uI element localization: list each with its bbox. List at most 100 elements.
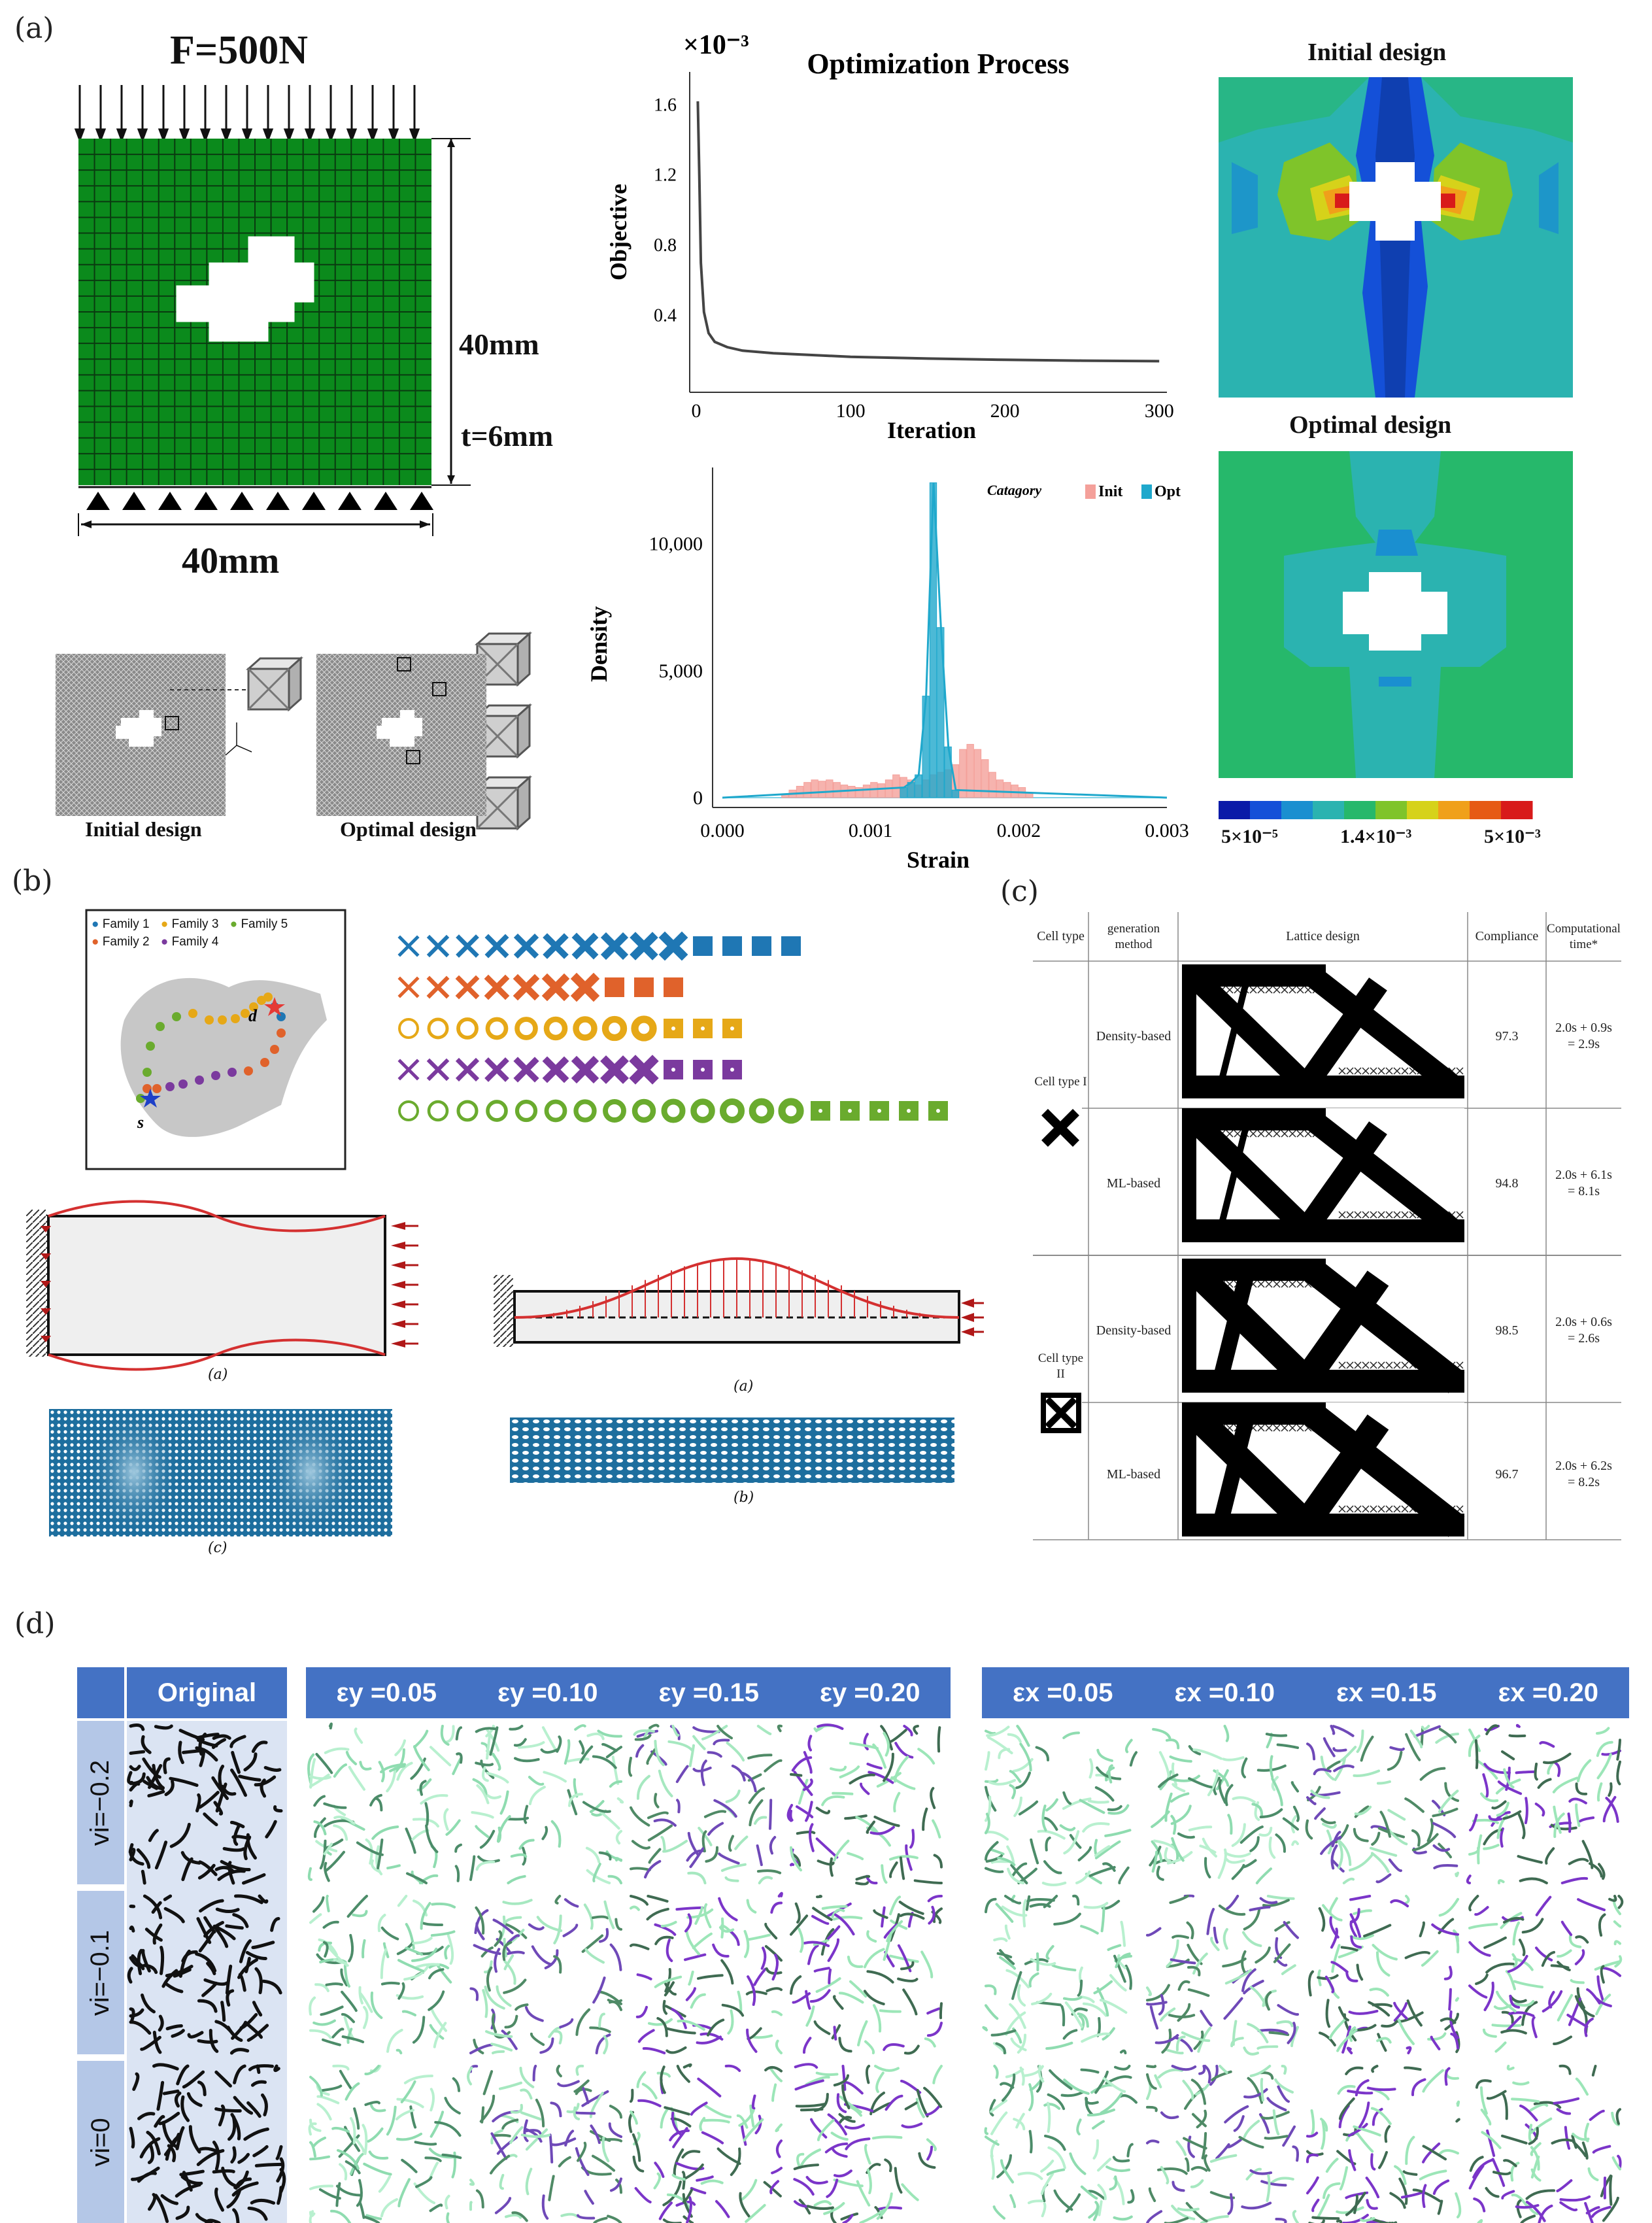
contour-initial-title: Initial design xyxy=(1307,39,1447,66)
family-unit-cell xyxy=(484,974,510,1000)
strained-voronoi-tile xyxy=(467,2064,622,2223)
family-unit-cell xyxy=(484,934,509,959)
colorbar-label-min: 5×10⁻⁵ xyxy=(1221,826,1278,847)
family-point xyxy=(218,1015,227,1025)
beam1-caption-a: (a) xyxy=(208,1366,228,1383)
header-eps-y-0-15: εy =0.15 xyxy=(658,1678,760,1707)
histogram-bar-init xyxy=(803,782,811,798)
family-unit-cell xyxy=(603,1099,626,1123)
lattice-unit-cube-icon xyxy=(475,631,532,687)
x-axis-label: Iteration xyxy=(887,417,976,443)
cell-unit-icons xyxy=(170,631,532,831)
lattice-comparison-table: Cell type generation method Lattice desi… xyxy=(1033,912,1621,1540)
row1-time: 2.0s + 0.9s= 2.9s xyxy=(1555,1021,1612,1051)
histogram-bar-init xyxy=(959,749,967,798)
family-unit-cell xyxy=(397,1059,420,1081)
strained-voronoi-tile xyxy=(1149,1725,1300,1884)
support-arrow xyxy=(41,1253,51,1260)
histogram-bar-init xyxy=(862,785,871,798)
histogram-bar-init xyxy=(988,772,996,798)
strained-voronoi-tile xyxy=(1468,2064,1622,2223)
x-tick-label: 0.001 xyxy=(849,820,893,841)
family-point xyxy=(165,1082,175,1091)
load-arrow xyxy=(391,1242,405,1249)
row-header-vi-minus-0-2: vi=−0.2 xyxy=(77,1721,124,1884)
strained-voronoi-tile xyxy=(1307,1895,1460,2054)
colorbar-segment xyxy=(1313,801,1345,819)
header-eps-y-group: εy =0.05 εy =0.10 εy =0.15 εy =0.20 xyxy=(306,1667,951,1718)
lattice-optimal-caption: Optimal design xyxy=(340,817,477,841)
original-voronoi-tile xyxy=(129,2063,286,2223)
family-point xyxy=(277,1028,286,1038)
family-unit-cell xyxy=(634,977,654,997)
family-point xyxy=(188,1009,197,1018)
family-point xyxy=(263,993,273,1002)
y-tick-label: 1.6 xyxy=(654,95,677,115)
header-eps-y-0-20: εy =0.20 xyxy=(819,1678,920,1707)
family-unit-cell xyxy=(455,1057,480,1082)
family-unit-cell xyxy=(899,1101,919,1121)
lattice-initial-image xyxy=(56,654,226,816)
x-tick-label: 0.000 xyxy=(700,820,745,841)
support-arrow xyxy=(41,1308,51,1315)
family-unit-cell xyxy=(485,1017,509,1040)
family-unit-cell xyxy=(693,1060,713,1079)
strained-voronoi-tile xyxy=(790,1894,943,2055)
family-unit-cell xyxy=(543,1016,568,1041)
row-header-vi-0: vi=0 xyxy=(77,2061,124,2223)
strained-voronoi-tile xyxy=(1466,1723,1621,1884)
family-unit-cell xyxy=(693,1019,713,1038)
row4-method: ML-based xyxy=(1106,1467,1161,1482)
family-unit-cell xyxy=(426,934,450,958)
strained-voronoi-tile xyxy=(793,2063,943,2223)
load-label: F=500N xyxy=(170,28,308,73)
row2-method: ML-based xyxy=(1106,1176,1161,1191)
strained-voronoi-tile xyxy=(630,1892,783,2054)
height-dimension-label: 40mm xyxy=(459,328,539,361)
dimension-lines xyxy=(78,138,471,536)
family-unit-cell xyxy=(605,977,624,997)
legend-family-5: ● Family 5 xyxy=(229,917,288,931)
family-unit-cell xyxy=(632,1098,656,1123)
family-unit-cell xyxy=(664,1019,683,1038)
family-point xyxy=(228,1068,237,1077)
lattice-design-images xyxy=(1182,964,1465,1537)
load-arrow xyxy=(391,1300,405,1308)
thickness-label: t=6mm xyxy=(461,419,554,452)
header-eps-x-0-05: εx =0.05 xyxy=(1012,1678,1113,1707)
hole-shape xyxy=(176,236,314,342)
family-unit-cell xyxy=(600,932,629,960)
load-arrow xyxy=(391,1281,405,1289)
family-unit-cell xyxy=(664,977,683,997)
histogram-bar-init xyxy=(818,781,826,798)
density-outline-opt xyxy=(722,483,1168,799)
chart-title: Optimization Process xyxy=(807,48,1069,80)
legend-swatch-init xyxy=(1085,484,1096,499)
strained-voronoi-tile xyxy=(985,1725,1138,1886)
family-unit-cell xyxy=(486,1100,508,1122)
lattice-unit-cube-icon xyxy=(246,656,303,712)
contour-colorbar xyxy=(1219,801,1533,819)
family-unit-cell xyxy=(426,976,450,999)
strained-voronoi-tile xyxy=(1305,1725,1459,1884)
x-tick-label: 0.003 xyxy=(1145,820,1189,841)
family-unit-cell xyxy=(573,1016,598,1041)
family-unit-cell xyxy=(398,1100,419,1121)
family-point xyxy=(270,1045,279,1054)
colorbar-segment xyxy=(1250,801,1282,819)
load-arrow xyxy=(391,1261,405,1269)
family-point xyxy=(211,1071,220,1080)
family-unit-cell xyxy=(661,1098,686,1123)
lattice-design-image xyxy=(1182,1259,1465,1393)
histogram-bar-init xyxy=(796,786,804,798)
header-eps-x-group: εx =0.05 εx =0.10 εx =0.15 εx =0.20 xyxy=(982,1667,1629,1718)
family-unit-cell xyxy=(484,1057,509,1082)
row1-compliance: 97.3 xyxy=(1495,1028,1519,1044)
family-unit-cell xyxy=(601,1015,628,1042)
family-unit-cell xyxy=(456,1100,479,1122)
family-unit-cell xyxy=(722,1019,742,1038)
load-arrows xyxy=(74,85,420,143)
y-tick-label: 0.8 xyxy=(654,235,677,256)
row1-method: Density-based xyxy=(1096,1028,1172,1044)
